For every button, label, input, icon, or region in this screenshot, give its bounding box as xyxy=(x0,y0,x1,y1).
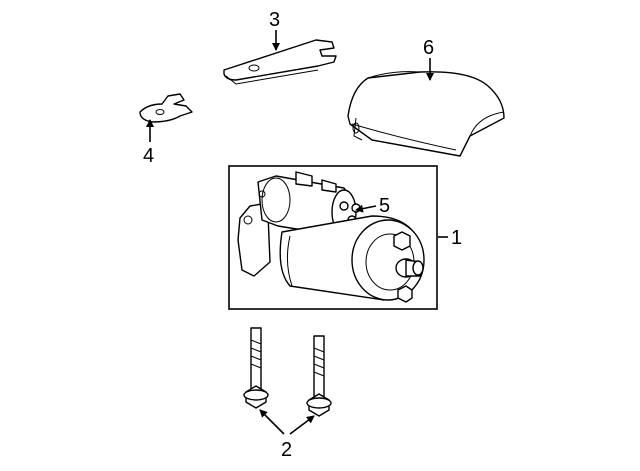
heat-shield xyxy=(347,71,505,157)
callout-6: 6 xyxy=(423,37,434,59)
clip-washer xyxy=(139,93,193,123)
starter-box xyxy=(228,165,438,310)
callout-3: 3 xyxy=(269,9,280,31)
leader-2b xyxy=(289,415,315,435)
callout-2: 2 xyxy=(281,439,292,461)
starter-motor xyxy=(237,171,425,303)
bolt-left xyxy=(243,327,269,409)
callout-4: 4 xyxy=(143,145,154,167)
bracket-plate xyxy=(223,39,337,85)
leader-2a xyxy=(259,409,285,435)
callout-1: 1 xyxy=(451,227,462,249)
callout-5: 5 xyxy=(379,195,390,217)
leader-5 xyxy=(355,204,377,213)
bolt-right xyxy=(306,335,332,417)
